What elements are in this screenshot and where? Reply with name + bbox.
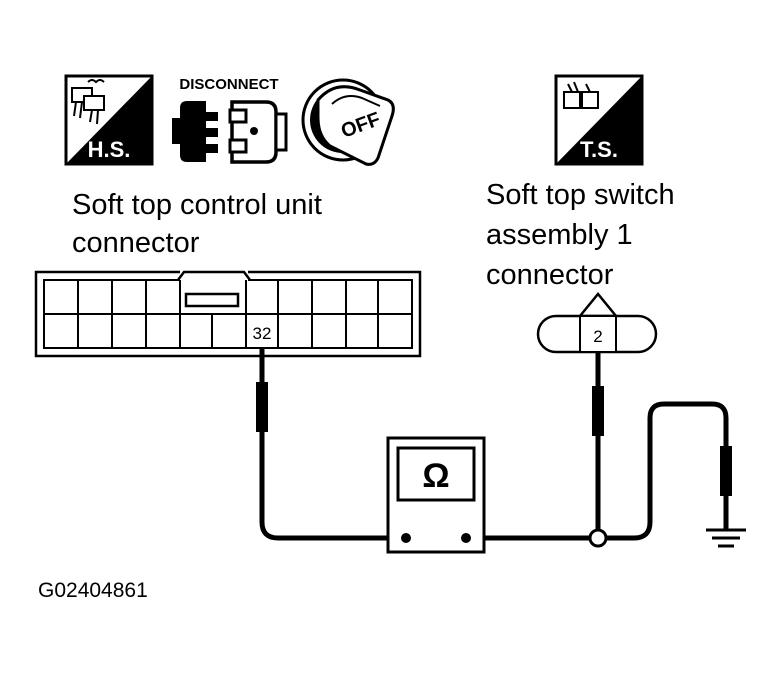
control-unit-label-line1: Soft top control unit: [72, 189, 322, 221]
terminal-side-icon: T.S.: [554, 74, 644, 166]
disconnect-connector-icon: DISCONNECT: [172, 76, 288, 164]
control-unit-pin-32: 32: [253, 324, 272, 343]
disconnect-label: DISCONNECT: [179, 76, 278, 93]
switch-label-line1: Soft top switch: [486, 179, 675, 211]
ts-label: T.S.: [580, 137, 618, 162]
switch-label-line2: assembly 1: [486, 219, 633, 251]
ignition-key-off-icon: OFF: [301, 78, 395, 166]
switch-pin-2: 2: [593, 327, 602, 346]
switch-assembly-connector: [536, 292, 658, 354]
control-unit-connector: [34, 270, 422, 358]
ground-symbol-icon: [706, 528, 746, 548]
harness-connector-glyph: [71, 79, 105, 125]
harness-side-icon: H.S.: [64, 74, 154, 166]
left-probe-handle: [256, 382, 268, 432]
hs-label: H.S.: [88, 137, 131, 162]
terminal-connector-glyph: [563, 81, 599, 109]
ohmmeter-icon: [386, 436, 486, 554]
wire-junction: [588, 528, 608, 548]
right-probe-handle: [592, 386, 604, 436]
ohm-symbol: Ω: [422, 457, 449, 495]
control-unit-label-line2: connector: [72, 227, 200, 259]
probe-wires: [259, 348, 729, 541]
ground-probe-handle: [720, 446, 732, 496]
switch-label-line3: connector: [486, 259, 614, 291]
figure-code: G02404861: [38, 579, 148, 602]
